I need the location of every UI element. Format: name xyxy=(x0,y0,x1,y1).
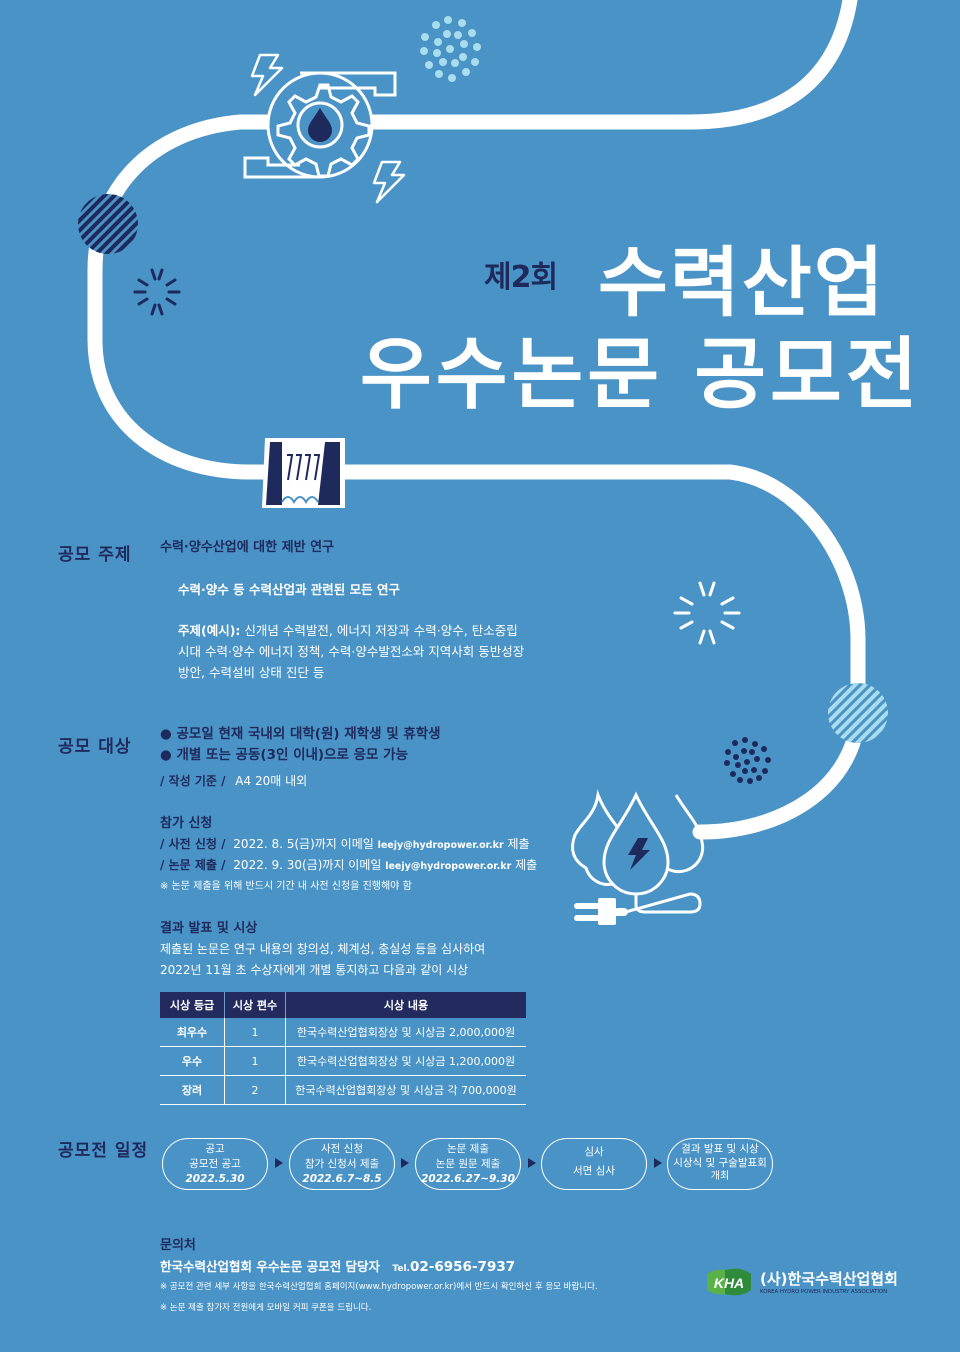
section-label-topic: 공모 주제 xyxy=(58,545,132,565)
topic-examples-label: 주제(예시): xyxy=(178,623,241,638)
table-row: 우수 1 한국수력산업협회장상 및 시상금 1,200,000원 xyxy=(160,1046,526,1076)
format-row: / 작성 기준 / A4 20매 내외 xyxy=(160,774,308,788)
table-row: 최우수 1 한국수력산업협회장상 및 시상금 2,000,000원 xyxy=(160,1018,526,1047)
email-link[interactable]: leejy@hydropower.or.kr xyxy=(385,861,512,872)
lightning-icon xyxy=(250,53,406,204)
edition-label: 제2회 xyxy=(484,260,558,295)
section-label-schedule: 공모전 일정 xyxy=(58,1141,149,1161)
schedule-step-review: 심사 서면 심사 xyxy=(541,1138,647,1190)
eligibility-bullet: ● 공모일 현재 국내외 대학(원) 재학생 및 휴학생 xyxy=(160,726,441,742)
table-row: 장려 2 한국수력산업협회장상 및 시상금 각 700,000원 xyxy=(160,1075,526,1105)
results-desc: 제출된 논문은 연구 내용의 창의성, 체계성, 충실성 등을 심사하여 xyxy=(160,942,486,956)
dam-icon xyxy=(262,438,345,508)
arrow-right-icon xyxy=(275,1158,283,1168)
organization-name: (사)한국수력산업협회 xyxy=(760,1270,898,1288)
kha-logo-icon: KHA xyxy=(707,1268,751,1296)
schedule-step-announcement: 공고 공모전 공고 2022.5.30 xyxy=(162,1138,268,1190)
schedule-step-awards: 결과 발표 및 시상 시상식 및 구술발표회 개최 xyxy=(667,1138,773,1190)
water-drop-icon xyxy=(308,108,332,142)
arrow-right-icon xyxy=(401,1158,409,1168)
contact-note: ※ 논문 제출 참가자 전원에게 모바일 커피 쿠폰을 드립니다. xyxy=(160,1303,372,1313)
striped-circle-icon xyxy=(78,194,138,254)
contact-note: ※ 공모전 관련 세부 사항을 한국수력산업협회 홈페이지(www.hydrop… xyxy=(160,1282,598,1292)
sunburst-icon xyxy=(673,581,741,645)
section-label-eligibility: 공모 대상 xyxy=(58,737,132,757)
schedule-step-preregistration: 사전 신청 참가 신청서 제출 2022.6.7~8.5 xyxy=(289,1138,395,1190)
dot-cluster-icon xyxy=(724,737,771,784)
application-row: / 사전 신청 / 2022. 8. 5(금)까지 이메일 leejy@hydr… xyxy=(160,837,530,851)
results-desc: 2022년 11월 초 수상자에게 개별 통지하고 다음과 같이 시상 xyxy=(160,963,469,977)
contact-phone[interactable]: Tel.02-6956-7937 xyxy=(392,1259,516,1275)
lightning-icon xyxy=(628,838,650,870)
results-title: 결과 발표 및 시상 xyxy=(160,921,258,936)
topic-scope: 수력·양수 등 수력산업과 관련된 모든 연구 xyxy=(178,582,401,597)
organization-english-name: KOREA HYDRO POWER INDUSTRY ASSOCIATION xyxy=(760,1289,888,1295)
table-header-row: 시상 등급 시상 편수 시상 내용 xyxy=(160,992,526,1018)
eligibility-bullet: ● 개별 또는 공동(3인 이내)으로 응모 가능 xyxy=(160,747,409,763)
svg-text:KHA: KHA xyxy=(714,1275,744,1291)
dot-cluster-icon xyxy=(420,16,481,82)
email-link[interactable]: leejy@hydropower.or.kr xyxy=(377,840,504,851)
page-title-line1: 수력산업 xyxy=(598,238,886,327)
page-title-line2: 우수논문 공모전 xyxy=(360,330,922,420)
arrow-right-icon xyxy=(654,1158,662,1168)
plug-icon xyxy=(574,898,628,925)
application-title: 참가 신청 xyxy=(160,816,213,831)
schedule-step-submission: 논문 제출 논문 원문 제출 2022.6.27~9.30 xyxy=(415,1138,521,1190)
arrow-right-icon xyxy=(528,1158,536,1168)
sunburst-icon xyxy=(133,268,181,316)
application-row: / 논문 제출 / 2022. 9. 30(금)까지 이메일 leejy@hyd… xyxy=(160,858,538,872)
contact-title: 문의처 xyxy=(160,1238,196,1253)
awards-table: 시상 등급 시상 편수 시상 내용 최우수 1 한국수력산업협회장상 및 시상금… xyxy=(160,992,526,1105)
topic-examples: 주제(예시): 신개념 수력발전, 에너지 저장과 수력·양수, 탄소중립 시대… xyxy=(178,623,525,680)
topic-heading: 수력·양수산업에 대한 제반 연구 xyxy=(160,540,334,555)
application-note: ※ 논문 제출을 위해 반드시 기간 내 사전 신청을 진행해야 함 xyxy=(160,881,412,892)
contact-main: 한국수력산업협회 우수논문 공모전 담당자 Tel.02-6956-7937 xyxy=(160,1259,516,1275)
